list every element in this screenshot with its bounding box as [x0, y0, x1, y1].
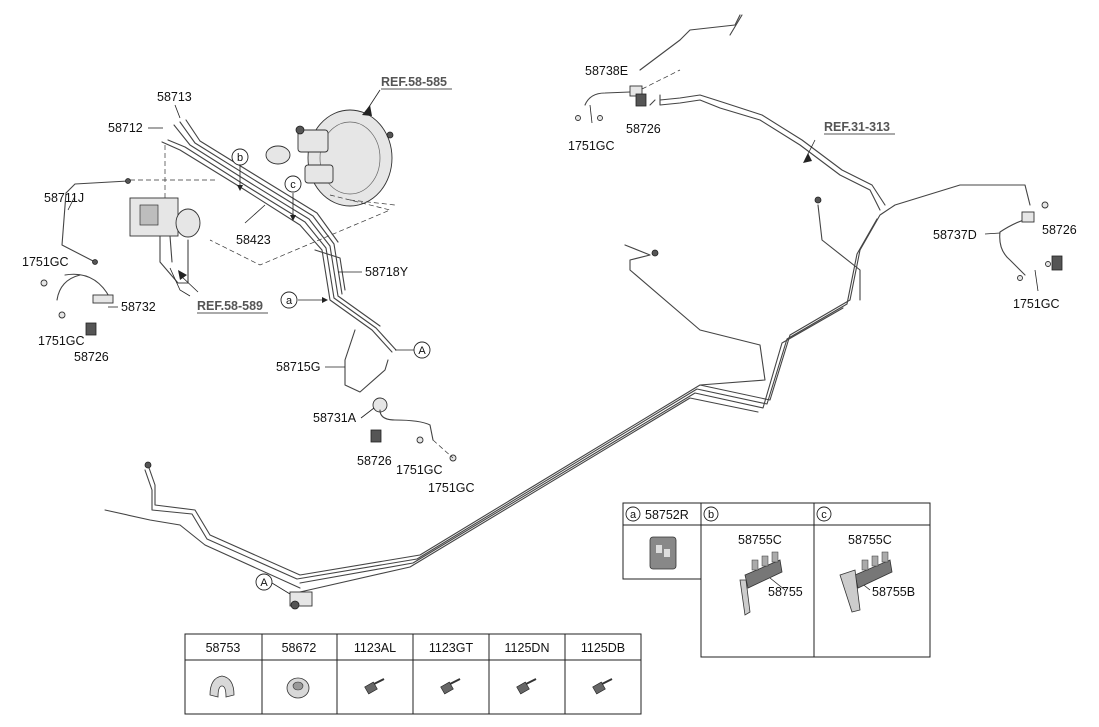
- clip-58755b-icon: [839, 551, 893, 613]
- abs-module: [129, 197, 201, 284]
- label-58715g: 58715G: [276, 360, 320, 374]
- label-58423: 58423: [236, 233, 271, 247]
- marker-A-lower: A: [255, 573, 273, 591]
- left-front-line: [40, 178, 131, 336]
- label-58711j: 58711J: [44, 191, 84, 205]
- label-58712: 58712: [108, 121, 143, 135]
- label-58713: 58713: [157, 90, 192, 104]
- ref-58-585: REF.58-585: [381, 75, 447, 89]
- right-front-hose: [370, 397, 457, 462]
- rear-left-hose: [575, 69, 681, 121]
- svg-text:a: a: [286, 295, 293, 307]
- label-1751gc-left-top: 1751GC: [22, 255, 69, 269]
- rear-left-line: [639, 14, 886, 211]
- label-58731a: 58731A: [313, 411, 357, 425]
- marker-b: b: [231, 148, 249, 166]
- rear-junction-fitting: [289, 591, 313, 610]
- fastener-header-1123al: 1123AL: [354, 641, 396, 655]
- clip-c-marker: c: [821, 509, 827, 521]
- rear-right-hose: [999, 211, 1063, 281]
- bolt-1125dn-icon: [516, 678, 537, 695]
- clip-b-marker: b: [708, 509, 714, 521]
- label-58738e: 58738E: [585, 64, 628, 78]
- marker-A-upper: A: [413, 341, 431, 359]
- marker-c: c: [284, 175, 302, 193]
- label-58726-top: 58726: [626, 122, 661, 136]
- label-1751gc-top: 1751GC: [568, 139, 615, 153]
- front-brake-tube-bundle: [161, 119, 397, 393]
- label-58737d: 58737D: [933, 228, 977, 242]
- rear-brake-tube-long: [104, 184, 1049, 593]
- bolt-1125db-icon: [592, 678, 613, 695]
- label-1751gc-left-bot: 1751GC: [38, 334, 85, 348]
- fastener-header-58753: 58753: [206, 641, 241, 655]
- marker-a: a: [280, 291, 298, 309]
- grommet-58753-icon: [209, 675, 235, 698]
- bolt-1123al-icon: [364, 678, 385, 695]
- ref-31-313: REF.31-313: [824, 120, 890, 134]
- label-1751gc-mid2: 1751GC: [428, 481, 475, 495]
- clip-a-marker: a: [630, 509, 637, 521]
- svg-text:b: b: [237, 152, 243, 164]
- clip-b-part2: 58755: [768, 585, 803, 599]
- clip-detail-table: a 58752R b c 58755C 58755 58755C 58755B: [622, 502, 931, 658]
- label-1751gc-right: 1751GC: [1013, 297, 1060, 311]
- label-58732: 58732: [121, 300, 156, 314]
- clip-58752r-icon: [649, 536, 677, 570]
- svg-text:c: c: [290, 179, 296, 191]
- fastener-header-1125db: 1125DB: [581, 641, 625, 655]
- svg-text:A: A: [260, 577, 268, 589]
- clip-58755c-icon: [739, 551, 783, 616]
- label-58726-left: 58726: [74, 350, 109, 364]
- bolt-1123gt-icon: [440, 678, 461, 695]
- clip-c-part2: 58755B: [872, 585, 915, 599]
- clip-a-part: 58752R: [645, 508, 689, 522]
- ref-58-589: REF.58-589: [197, 299, 263, 313]
- clip-c-part1: 58755C: [848, 533, 892, 547]
- svg-text:A: A: [418, 345, 426, 357]
- clip-b-part1: 58755C: [738, 533, 782, 547]
- label-58726-right: 58726: [1042, 223, 1077, 237]
- fastener-header-58672: 58672: [282, 641, 317, 655]
- fastener-header-1123gt: 1123GT: [429, 641, 474, 655]
- label-58718y: 58718Y: [365, 265, 409, 279]
- fastener-header-1125dn: 1125DN: [505, 641, 550, 655]
- label-1751gc-mid1: 1751GC: [396, 463, 443, 477]
- brake-booster-assembly: [265, 109, 394, 207]
- fastener-table: 58753 58672 1123AL 1123GT 1125DN 1125DB: [184, 633, 642, 715]
- grommet-58672-icon: [286, 677, 310, 699]
- label-58726-mid: 58726: [357, 454, 392, 468]
